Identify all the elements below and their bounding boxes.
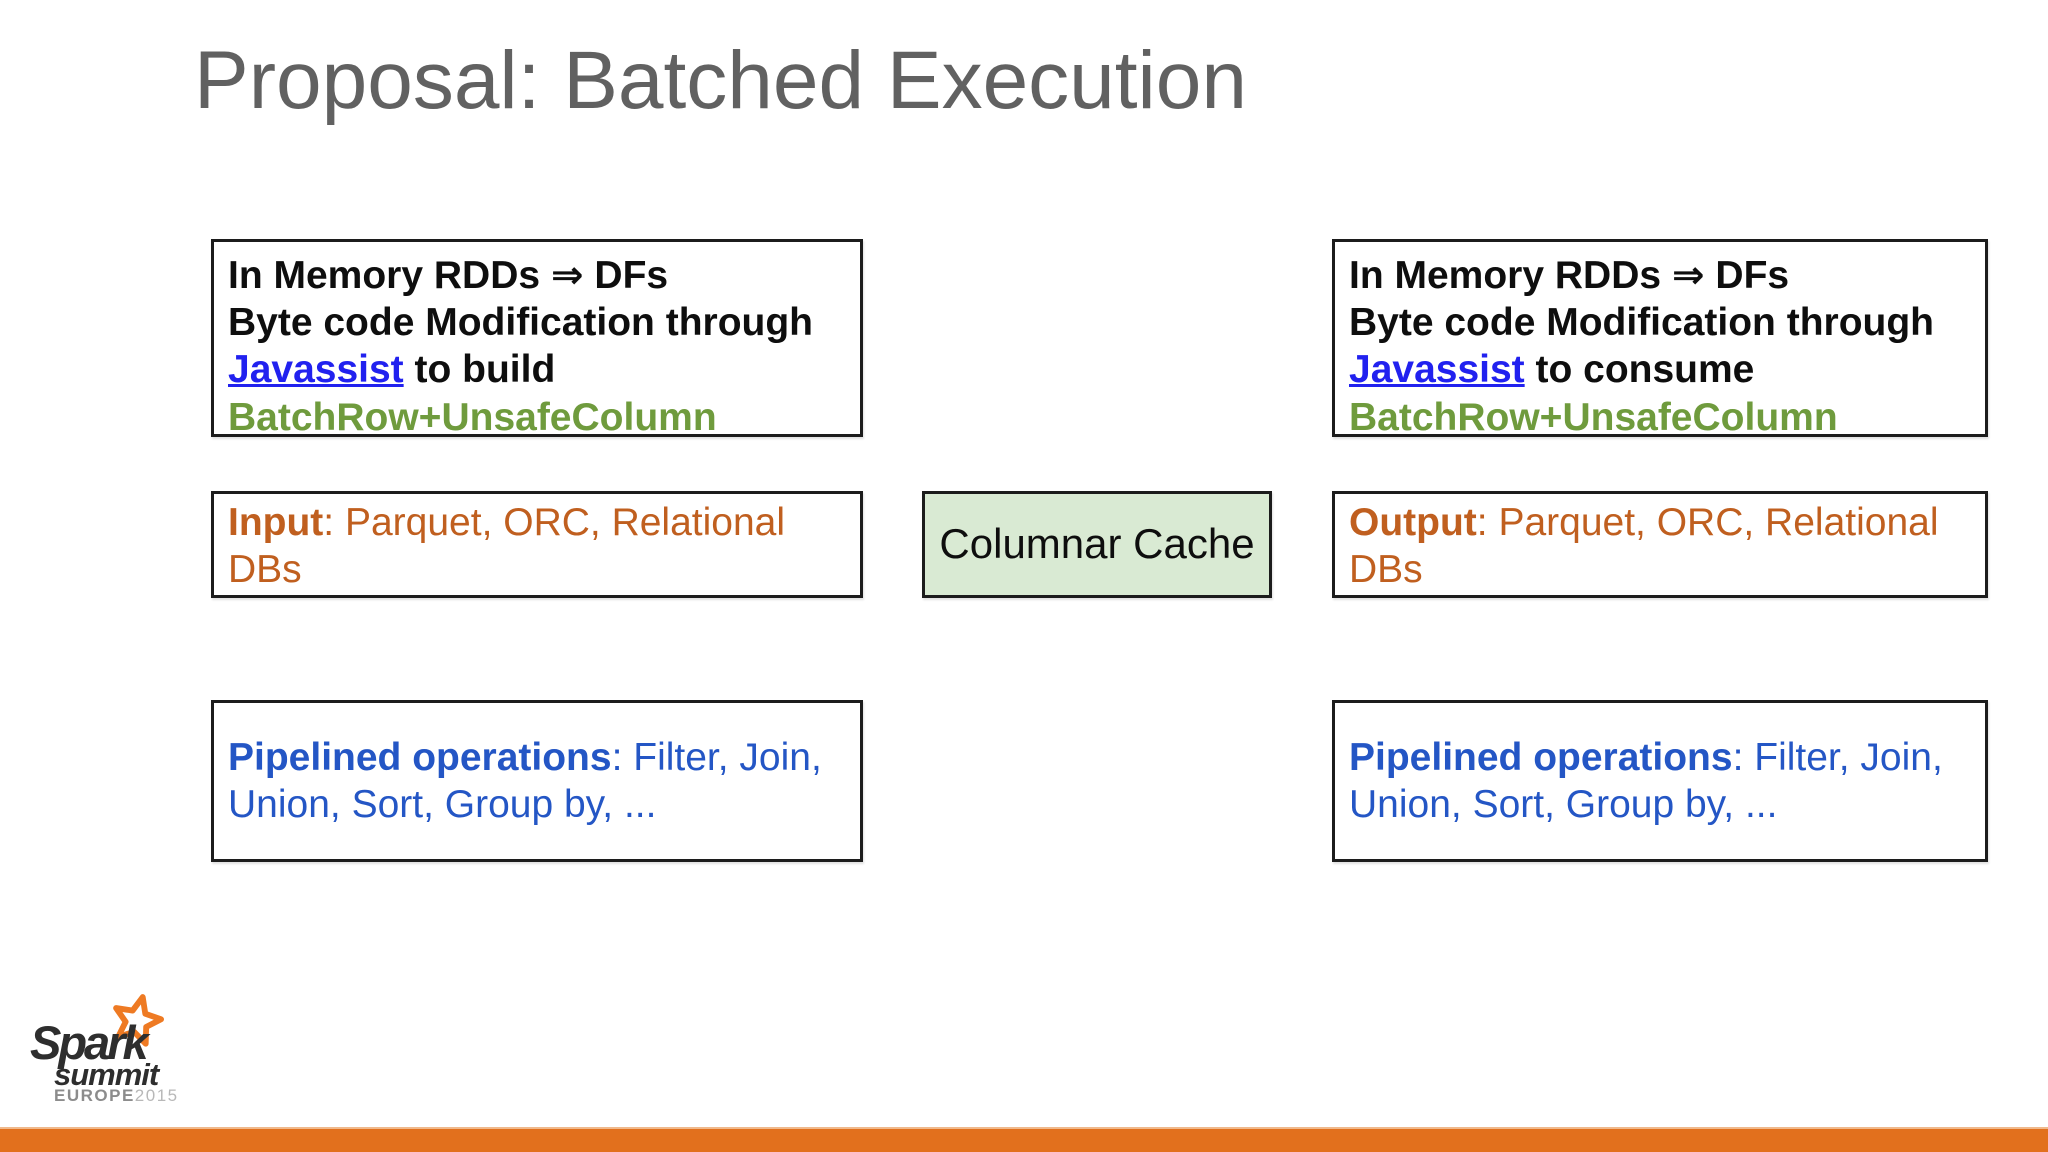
columnar-cache-box: Columnar Cache (922, 491, 1272, 598)
javassist-link[interactable]: Javassist (228, 348, 404, 392)
build-box-line3-rest: to build (403, 348, 556, 392)
input-box-label: Input (228, 501, 324, 544)
output-box-label: Output (1349, 501, 1477, 544)
consume-box-line4: BatchRow+UnsafeColumn (1349, 395, 1838, 439)
input-box: Input: Parquet, ORC, Relational DBs (211, 491, 863, 598)
consume-box: In Memory RDDs ⇒ DFs Byte code Modificat… (1332, 239, 1988, 439)
build-box: In Memory RDDs ⇒ DFs Byte code Modificat… (211, 239, 863, 439)
logo-year: 2015 (134, 1086, 179, 1105)
spark-summit-logo: Spark summit EUROPE2015 (28, 993, 198, 1113)
logo-name: Spark (30, 1016, 149, 1069)
slide-footer-bar (0, 1127, 2048, 1152)
input-box-rest: : Parquet, ORC, Relational DBs (228, 501, 786, 592)
page-title: Proposal: Batched Execution (194, 35, 1247, 126)
logo-region: EUROPE (54, 1086, 135, 1105)
consume-box-line2: Byte code Modification through (1349, 301, 1934, 345)
pipeline-left-rest: : Filter, Join, Union, Sort, Group by, .… (228, 735, 822, 826)
star-icon (113, 994, 164, 1047)
output-box-rest: : Parquet, ORC, Relational DBs (1349, 501, 1939, 592)
build-box-line1: In Memory RDDs ⇒ DFs (228, 254, 669, 297)
logo-subtitle: summit (54, 1057, 159, 1092)
pipeline-box-right: Pipelined operations: Filter, Join, Unio… (1332, 700, 1988, 862)
javassist-link[interactable]: Javassist (1349, 348, 1525, 392)
consume-box-line3-rest: to consume (1524, 348, 1755, 392)
consume-box-line3: Javassist to consume (1349, 346, 1971, 393)
pipeline-box-left-text: Pipelined operations: Filter, Join, Unio… (228, 734, 846, 828)
build-box-line2: Byte code Modification through (228, 301, 813, 345)
build-box-line3: Javassist to build (228, 346, 846, 393)
output-box: Output: Parquet, ORC, Relational DBs (1332, 491, 1988, 598)
pipeline-box-right-text: Pipelined operations: Filter, Join, Unio… (1349, 734, 1971, 828)
pipeline-right-rest: : Filter, Join, Union, Sort, Group by, .… (1349, 735, 1943, 826)
logo-region-year: EUROPE2015 (54, 1086, 179, 1106)
pipeline-right-label: Pipelined operations (1349, 735, 1733, 779)
build-box-line4: BatchRow+UnsafeColumn (228, 395, 717, 439)
consume-box-line1: In Memory RDDs ⇒ DFs (1349, 254, 1790, 297)
pipeline-box-left: Pipelined operations: Filter, Join, Unio… (211, 700, 863, 862)
pipeline-left-label: Pipelined operations (228, 735, 612, 779)
columnar-cache-label: Columnar Cache (939, 520, 1255, 568)
